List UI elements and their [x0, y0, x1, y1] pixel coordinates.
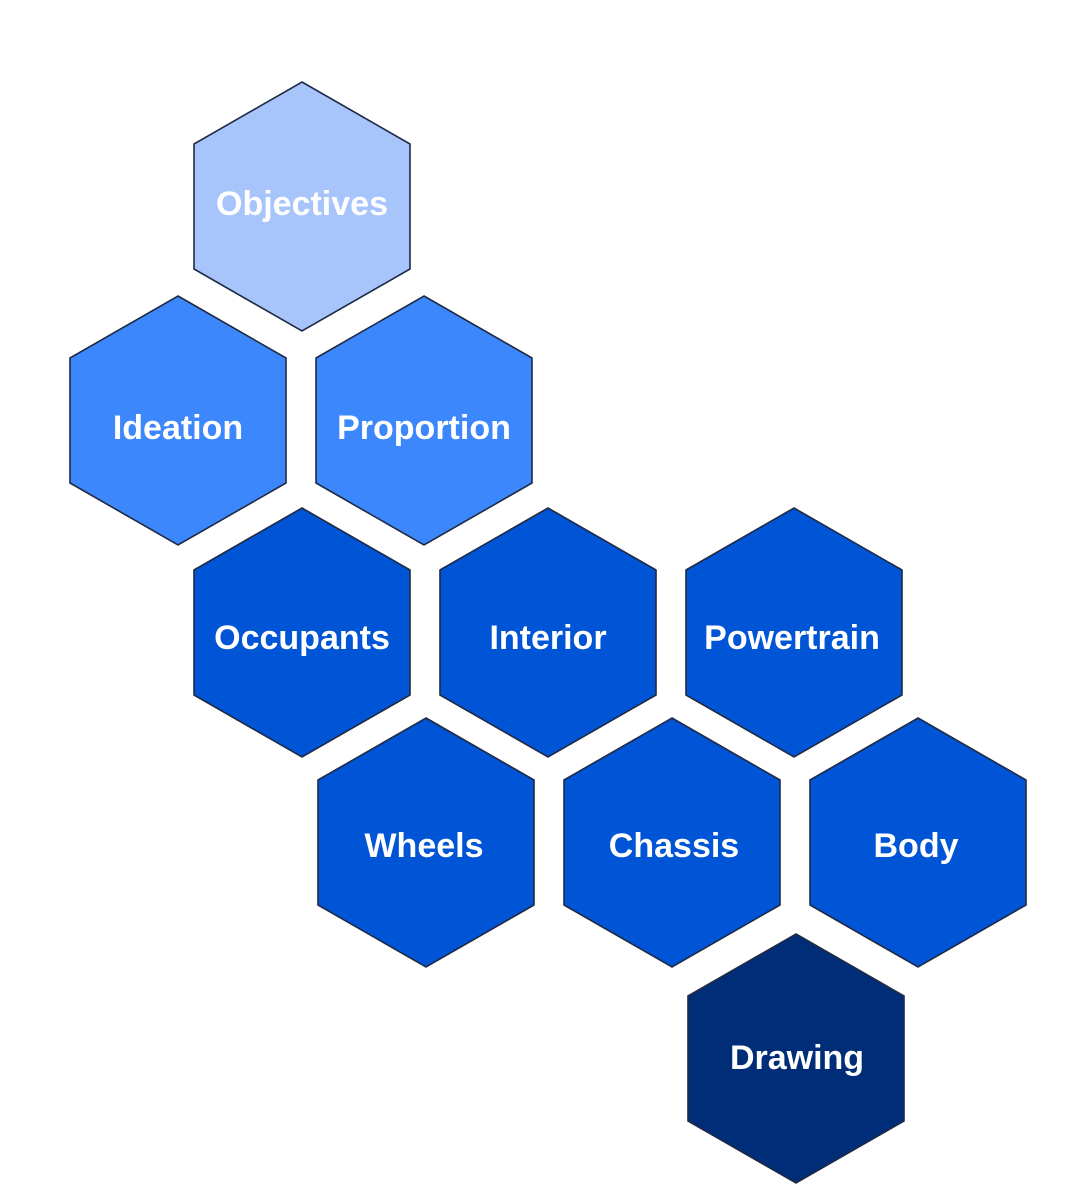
hex-interior: Interior: [439, 507, 657, 758]
hex-chassis: Chassis: [563, 717, 781, 968]
hex-body: Body: [809, 717, 1027, 968]
hexagon-proportion-shape: [315, 295, 533, 546]
hexagon-objectives-label: Objectives: [216, 185, 388, 223]
hexagon-occupants-label: Occupants: [214, 619, 390, 657]
hexagon-proportion-label: Proportion: [337, 409, 511, 447]
hexagon-wheels-label: Wheels: [364, 827, 483, 865]
hexagon-wheels-shape: [317, 717, 535, 968]
hexagon-ideation-shape: [69, 295, 287, 546]
hexagon-interior-label: Interior: [489, 619, 606, 657]
hexagon-body-label: Body: [874, 827, 959, 865]
hexagon-ideation-label: Ideation: [113, 409, 243, 447]
hexagon-interior-shape: [439, 507, 657, 758]
hexagon-occupants-shape: [193, 507, 411, 758]
hex-proportion: Proportion: [315, 295, 533, 546]
hex-wheels: Wheels: [317, 717, 535, 968]
hexagon-body-shape: [809, 717, 1027, 968]
hexagon-chassis-shape: [563, 717, 781, 968]
hex-occupants: Occupants: [193, 507, 411, 758]
hex-objectives: Objectives: [193, 81, 411, 332]
hexagon-drawing-label: Drawing: [730, 1039, 864, 1077]
hexagon-powertrain-shape: [685, 507, 903, 758]
hex-ideation: Ideation: [69, 295, 287, 546]
hex-powertrain: Powertrain: [685, 507, 903, 758]
hexagon-objectives-shape: [193, 81, 411, 332]
hexagon-chassis-label: Chassis: [609, 827, 739, 865]
hexagon-powertrain-label: Powertrain: [704, 619, 880, 657]
hex-drawing: Drawing: [687, 933, 905, 1184]
hexagon-drawing-shape: [687, 933, 905, 1184]
